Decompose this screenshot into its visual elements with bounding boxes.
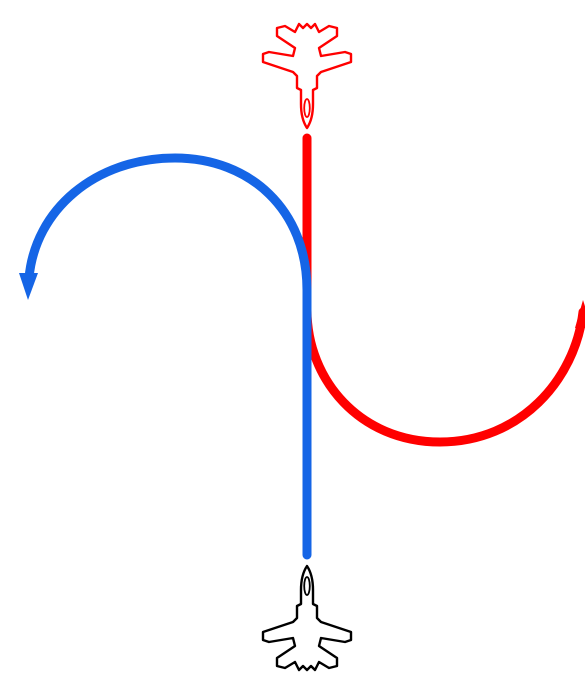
red-arrowhead <box>575 300 585 328</box>
red-path <box>302 133 585 447</box>
black-jet-icon <box>261 564 353 672</box>
blue-arrowhead <box>19 273 38 300</box>
blue-path <box>19 153 312 560</box>
red-jet-icon <box>261 22 353 130</box>
